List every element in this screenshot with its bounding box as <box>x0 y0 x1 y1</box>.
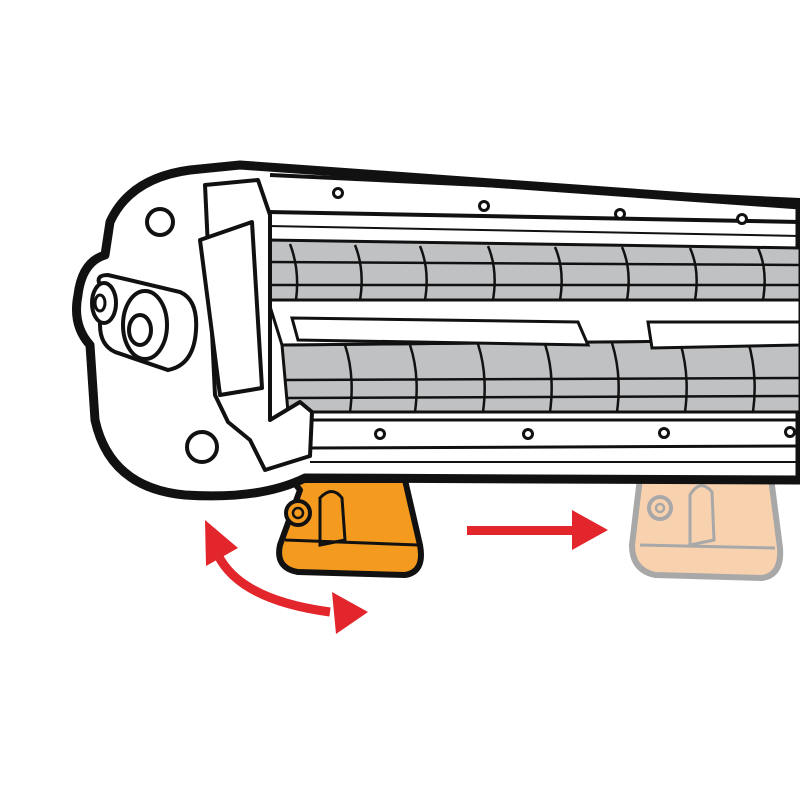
screw-row-bottom <box>374 426 796 440</box>
light-bar <box>72 160 800 501</box>
end-cap-hole-bottom <box>185 430 219 464</box>
rotate-arrow-icon <box>205 520 368 634</box>
mounting-bracket <box>276 477 424 578</box>
screw-row-top <box>332 187 748 225</box>
lens-reflector-lines <box>267 243 800 413</box>
mounting-bracket-moved <box>629 467 784 581</box>
adjustment-knob <box>90 272 199 373</box>
slide-arrow-icon <box>467 510 608 550</box>
end-cap-hole-top <box>145 207 175 237</box>
